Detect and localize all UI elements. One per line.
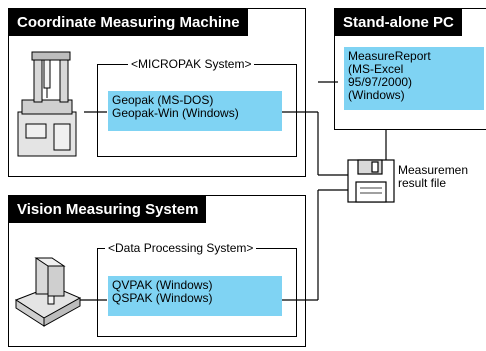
- connector-lines: [80, 81, 387, 301]
- cmm-title: Coordinate Measuring Machine: [9, 9, 248, 36]
- vision-software-box: QVPAK (Windows) QSPAK (Windows): [108, 276, 282, 316]
- vision-panel: Vision Measuring System <Data Processing…: [8, 195, 306, 347]
- data-processing-system-label: <Data Processing System>: [105, 241, 257, 255]
- software-ms-excel: (MS-Excel: [348, 62, 404, 76]
- floppy-disk-icon: [347, 159, 395, 203]
- result-file-label-line2: result file: [398, 176, 447, 190]
- micropak-software-box: Geopak (MS-DOS) Geopak-Win (Windows): [108, 91, 282, 131]
- software-geopak-win: Geopak-Win (Windows): [112, 106, 239, 120]
- result-file-label: Measuremen result file: [398, 164, 468, 190]
- micropak-system-label: <MICROPAK System>: [128, 57, 255, 71]
- pc-title: Stand-alone PC: [335, 9, 462, 36]
- software-excel-versions: 95/97/2000): [348, 75, 413, 89]
- vision-title: Vision Measuring System: [9, 196, 207, 223]
- pc-panel: Stand-alone PC MeasureReport (MS-Excel 9…: [334, 8, 486, 130]
- software-windows: (Windows): [348, 88, 405, 102]
- software-measurereport: MeasureReport: [348, 49, 431, 63]
- cmm-machine-icon: [17, 51, 77, 157]
- software-qvpak: QVPAK (Windows): [112, 278, 213, 292]
- software-qspak: QSPAK (Windows): [112, 291, 213, 305]
- vision-machine-icon: [14, 257, 82, 327]
- result-file-label-line1: Measuremen: [398, 163, 469, 177]
- pc-software-box: MeasureReport (MS-Excel 95/97/2000) (Win…: [344, 47, 484, 110]
- software-geopak-dos: Geopak (MS-DOS): [112, 93, 214, 107]
